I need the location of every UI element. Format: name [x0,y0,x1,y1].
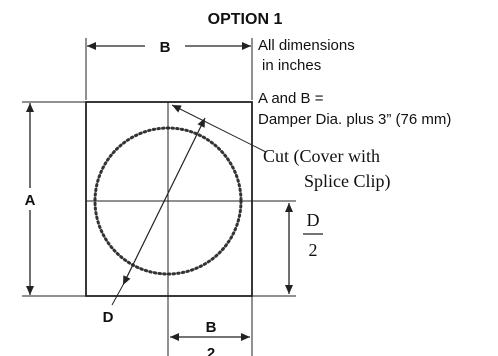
duct-square [85,101,253,297]
diameter-label: D [103,309,114,326]
units-note-line1: All dimensions [258,37,355,54]
diagram-title: OPTION 1 [208,11,283,28]
half-b-numerator: B [206,319,217,336]
dimension-label-b: B [160,39,171,56]
half-b-denominator: 2 [207,345,215,356]
dimension-label-a: A [25,192,36,209]
half-d-denominator: 2 [309,240,318,260]
diameter-leader [111,284,124,306]
diameter-line [122,117,206,286]
cut-leader-line [171,104,267,153]
cut-note-line1: Cut (Cover with [263,146,380,167]
units-note-line2: in inches [262,57,321,74]
half-d-numerator: D [307,210,320,230]
ab-note-line2: Damper Dia. plus 3” (76 mm) [258,111,451,128]
cut-note-line2: Splice Clip) [304,171,391,192]
ab-note-line1: A and B = [258,90,324,107]
